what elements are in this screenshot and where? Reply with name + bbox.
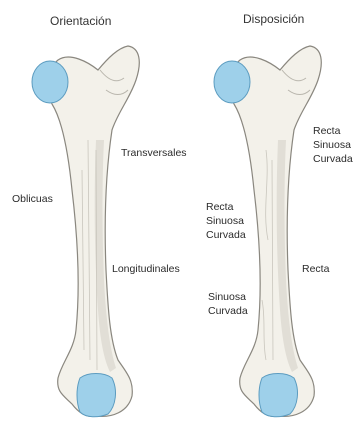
right-condyle-cartilage [259, 374, 297, 417]
right-top-sinuosa: Sinuosa [313, 138, 353, 152]
right-mid-recta: Recta [206, 200, 246, 214]
right-mid-sinuosa: Sinuosa [206, 214, 246, 228]
right-label-group-mid: Recta Sinuosa Curvada [206, 200, 246, 242]
right-panel-title: Disposición [243, 12, 304, 26]
left-panel-title: Orientación [50, 14, 111, 28]
label-transversales: Transversales [121, 146, 187, 160]
label-longitudinales: Longitudinales [112, 262, 180, 276]
right-label-group-top: Recta Sinuosa Curvada [313, 124, 353, 166]
right-mid-curvada: Curvada [206, 228, 246, 242]
left-femur-shaft [47, 46, 139, 416]
label-oblicuas: Oblicuas [12, 192, 53, 206]
right-label-group-low: Sinuosa Curvada [208, 290, 248, 318]
right-top-recta: Recta [313, 124, 353, 138]
right-label-recta: Recta [302, 262, 329, 276]
left-condyle-cartilage [77, 374, 115, 417]
right-femoral-head-cartilage [214, 61, 250, 103]
left-femur [32, 46, 139, 417]
right-low-sinuosa: Sinuosa [208, 290, 248, 304]
right-low-curvada: Curvada [208, 304, 248, 318]
left-femoral-head-cartilage [32, 61, 68, 103]
right-top-curvada: Curvada [313, 152, 353, 166]
